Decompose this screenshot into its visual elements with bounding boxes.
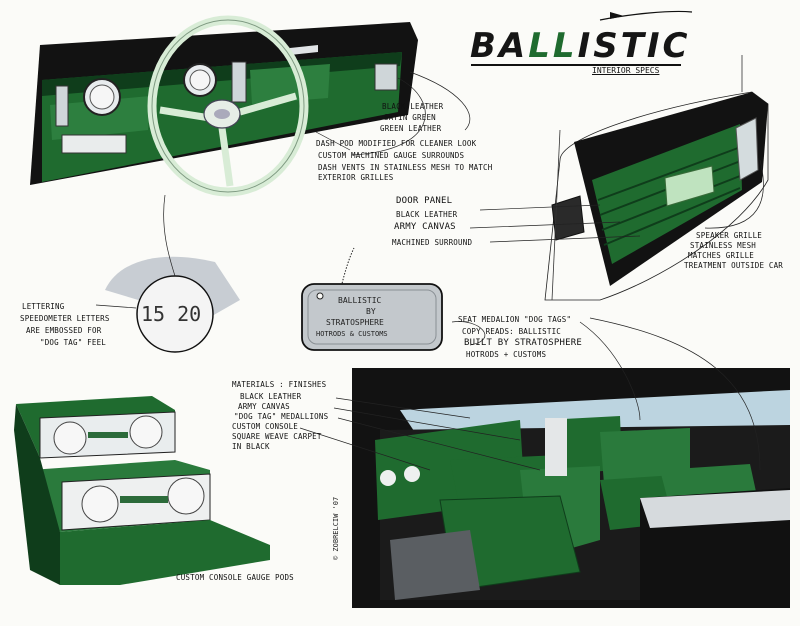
seat-medallion-line-2: BUILT BY STRATOSPHERE	[464, 338, 582, 348]
brand-part-3: ISTIC	[577, 26, 691, 66]
door-panel-item-1: BLACK LEATHER	[396, 210, 458, 219]
dash-callout-black-leather: BLACK LEATHER	[382, 102, 444, 111]
dash-pod-note-4: EXTERIOR GRILLES	[318, 173, 394, 182]
lettering-line-2: ARE EMBOSSED FOR	[26, 326, 102, 335]
speaker-title: SPEAKER GRILLE	[696, 231, 763, 240]
page-subtitle: INTERIOR SPECS	[592, 66, 660, 75]
artist-signature: © ZOBRELCIW '07	[332, 496, 340, 560]
dog-tag-medallion	[301, 247, 443, 351]
brand-logo: BALLISTIC	[470, 26, 691, 66]
dash-pod-note-2: CUSTOM MACHINED GAUGE SURROUNDS	[318, 151, 465, 160]
materials-item-3: "DOG TAG" MEDALLIONS	[234, 412, 329, 421]
leader-lines	[95, 71, 764, 471]
gauge-numbers: 15 20	[141, 302, 201, 326]
seat-medallion-title: SEAT MEDALION "DOG TAGS"	[458, 315, 572, 324]
lettering-line-3: "DOG TAG" FEEL	[40, 338, 107, 347]
dog-tag-line-4: HOTRODS & CUSTOMS	[316, 330, 388, 338]
seat-medallion-line-3: HOTRODS + CUSTOMS	[466, 350, 547, 359]
dash-pod-note-1: DASH POD MODIFIED FOR CLEANER LOOK	[316, 139, 477, 148]
materials-item-1: BLACK LEATHER	[240, 392, 302, 401]
console-gauge-pods	[14, 396, 270, 585]
interior-view-sketch	[352, 368, 790, 608]
brand-part-2: LL	[528, 26, 578, 66]
rocket-swoosh-icon	[599, 10, 693, 21]
door-panel-item-2: ARMY CANVAS	[394, 222, 456, 232]
dashboard-sketch	[30, 15, 418, 197]
speaker-line-2: MATCHES GRILLE	[688, 251, 755, 260]
door-panel-sketch	[544, 55, 769, 301]
lettering-title: LETTERING	[22, 302, 65, 311]
materials-title: MATERIALS : FINISHES	[232, 380, 327, 389]
dash-callout-satin-green: SATIN GREEN	[384, 113, 436, 122]
materials-item-4: CUSTOM CONSOLE	[232, 422, 299, 431]
materials-item-5: SQUARE WEAVE CARPET	[232, 432, 322, 441]
console-caption: CUSTOM CONSOLE GAUGE PODS	[176, 573, 294, 582]
materials-item-6: IN BLACK	[232, 442, 270, 451]
door-panel-item-3: MACHINED SURROUND	[392, 238, 473, 247]
dash-callout-green-leather: GREEN LEATHER	[380, 124, 442, 133]
dash-pod-note-3: DASH VENTS IN STAINLESS MESH TO MATCH	[318, 163, 493, 172]
door-panel-title: DOOR PANEL	[396, 196, 453, 206]
seat-medallion-line-1: COPY READS: BALLISTIC	[462, 327, 562, 336]
brand-part-1: BA	[470, 26, 529, 66]
gauge-lettering-detail	[105, 256, 240, 353]
speaker-line-1: STAINLESS MESH	[690, 241, 757, 250]
dog-tag-line-1: BALLISTIC	[338, 296, 382, 305]
materials-item-2: ARMY CANVAS	[238, 402, 290, 411]
dog-tag-line-3: STRATOSPHERE	[326, 318, 384, 327]
logo-underline	[471, 64, 681, 66]
dog-tag-line-2: BY	[366, 307, 376, 316]
speaker-line-3: TREATMENT OUTSIDE CAR	[684, 261, 784, 270]
lettering-line-1: SPEEDOMETER LETTERS	[20, 314, 110, 323]
